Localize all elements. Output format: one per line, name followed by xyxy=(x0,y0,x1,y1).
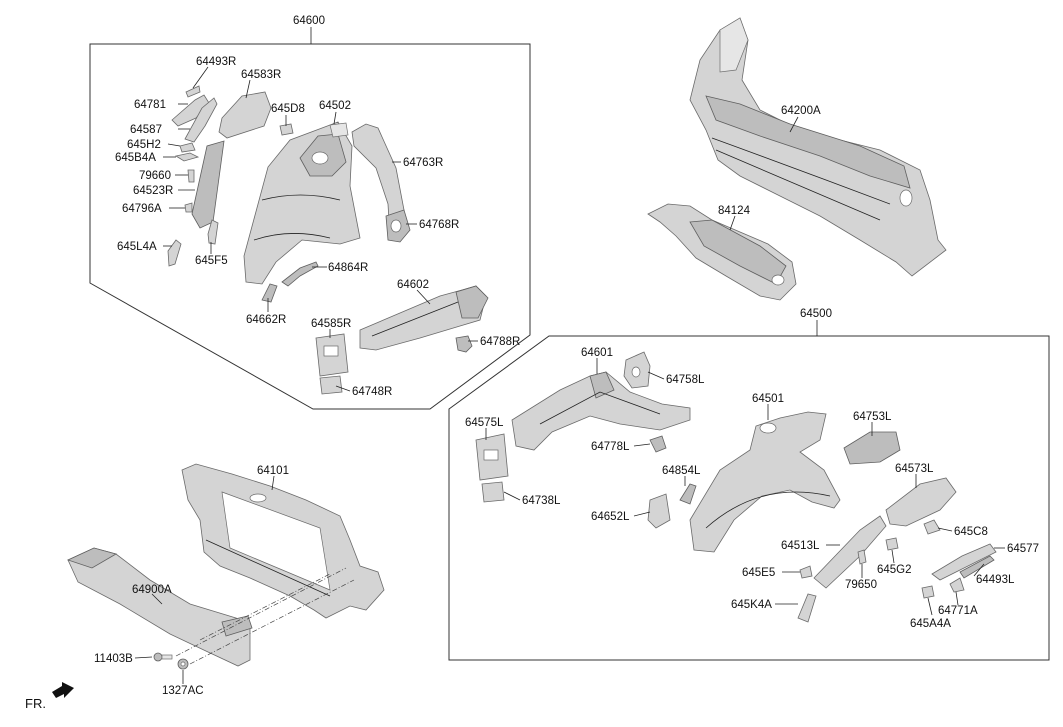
part-645D8-shape xyxy=(279,123,294,136)
part-64864R-shape xyxy=(281,261,319,287)
label-64753L: 64753L xyxy=(853,411,892,423)
label-64502: 64502 xyxy=(319,100,351,112)
part-64753L-shape xyxy=(843,431,901,465)
label-64738L: 64738L xyxy=(522,495,561,507)
label-64781: 64781 xyxy=(134,99,166,111)
group-64600: 64600 xyxy=(89,15,531,410)
label-64577: 64577 xyxy=(1007,543,1039,555)
part-645G2-shape xyxy=(885,537,899,551)
part-645F5-shape xyxy=(207,219,219,245)
part-64573L-shape xyxy=(885,477,957,527)
label-645C8: 645C8 xyxy=(954,526,988,538)
label-1327AC: 1327AC xyxy=(162,685,204,697)
part-64502-shape xyxy=(243,121,361,285)
label-64900A: 64900A xyxy=(132,584,172,596)
part-79660-shape xyxy=(187,169,195,183)
label-64523R: 64523R xyxy=(133,185,173,197)
label-645D8: 645D8 xyxy=(271,103,305,115)
label-645B4A: 645B4A xyxy=(115,152,156,164)
part-64662R-shape xyxy=(261,283,278,303)
part-645L4A-shape xyxy=(167,239,182,267)
part-64738L-shape xyxy=(481,481,505,503)
label-64513L: 64513L xyxy=(781,540,820,552)
part-64200A-shape xyxy=(689,17,947,277)
label-64573L: 64573L xyxy=(895,463,934,475)
part-64501-shape xyxy=(689,411,841,553)
forward-arrow-icon xyxy=(52,682,74,698)
label-645F5: 645F5 xyxy=(195,255,228,267)
label-64585R: 64585R xyxy=(311,318,351,330)
part-64513L-shape xyxy=(813,515,887,589)
label-645L4A: 645L4A xyxy=(117,241,157,253)
label-64101: 64101 xyxy=(257,465,289,477)
part-64778L-shape xyxy=(649,435,667,453)
part-64652L-shape xyxy=(647,493,671,529)
part-64601-shape xyxy=(511,371,691,451)
part-84124-shape xyxy=(647,203,797,301)
part-645H2-shape xyxy=(179,142,196,153)
label-64575L: 64575L xyxy=(465,417,504,429)
part-64583R-shape xyxy=(218,91,272,139)
label-64864R: 64864R xyxy=(328,262,368,274)
label-64493R: 64493R xyxy=(196,56,236,68)
part-64493R-shape xyxy=(185,85,201,98)
group-64500-label: 64500 xyxy=(800,308,832,320)
front-direction-label: FR. xyxy=(25,696,46,711)
label-64501: 64501 xyxy=(752,393,784,405)
part-64577-shape xyxy=(931,543,997,581)
label-64652L: 64652L xyxy=(591,511,630,523)
part-64900A-shape xyxy=(66,547,253,667)
label-64763R: 64763R xyxy=(403,157,443,169)
alignment-lines xyxy=(175,567,355,665)
part-645B4A-shape xyxy=(174,152,200,162)
label-64662R: 64662R xyxy=(246,314,286,326)
part-64602-shape xyxy=(359,285,489,351)
group-64500-outline xyxy=(448,335,1050,661)
label-64768R: 64768R xyxy=(419,219,459,231)
label-64854L: 64854L xyxy=(662,465,701,477)
label-64602: 64602 xyxy=(397,279,429,291)
label-64748R: 64748R xyxy=(352,386,392,398)
bolt-11403B xyxy=(134,652,173,662)
part-645A4A-shape xyxy=(921,585,935,599)
group-64600-label: 64600 xyxy=(293,15,325,27)
part-64748R-shape xyxy=(319,375,343,395)
front-direction-indicator: FR. xyxy=(25,682,74,711)
part-645E5-shape xyxy=(799,565,813,579)
part-64101-shape xyxy=(181,463,385,619)
label-64583R: 64583R xyxy=(241,69,281,81)
part-64771A-shape xyxy=(949,577,965,593)
group-64600-outline xyxy=(89,43,531,410)
label-645E5: 645E5 xyxy=(742,567,775,579)
label-645G2: 645G2 xyxy=(877,564,912,576)
label-64796A: 64796A xyxy=(122,203,162,215)
label-645K4A: 645K4A xyxy=(731,599,772,611)
label-11403B: 11403B xyxy=(94,653,133,665)
label-64771A: 64771A xyxy=(938,605,978,617)
label-64200A: 64200A xyxy=(781,105,821,117)
part-645C8-shape xyxy=(923,519,941,535)
label-64758L: 64758L xyxy=(666,374,705,386)
part-645K4A-shape xyxy=(797,593,817,623)
label-64601: 64601 xyxy=(581,347,613,359)
label-645A4A: 645A4A xyxy=(910,618,951,630)
label-645H2: 645H2 xyxy=(127,139,161,151)
part-64587-shape xyxy=(184,97,218,143)
part-64788R-shape xyxy=(455,335,473,353)
part-64523R-shape xyxy=(191,140,225,229)
label-79650: 79650 xyxy=(845,579,877,591)
part-64796A-shape xyxy=(184,202,193,213)
group-64500: 64500 xyxy=(448,308,1050,661)
part-64493L-shape xyxy=(959,555,995,579)
nut-1327AC xyxy=(177,658,189,684)
label-64778L: 64778L xyxy=(591,441,630,453)
label-84124: 84124 xyxy=(718,205,751,217)
part-79650-shape xyxy=(857,549,867,565)
label-64493L: 64493L xyxy=(976,574,1015,586)
label-64788R: 64788R xyxy=(480,336,520,348)
label-79660: 79660 xyxy=(139,170,171,182)
part-64854L-shape xyxy=(679,483,697,505)
label-64587: 64587 xyxy=(130,124,162,136)
